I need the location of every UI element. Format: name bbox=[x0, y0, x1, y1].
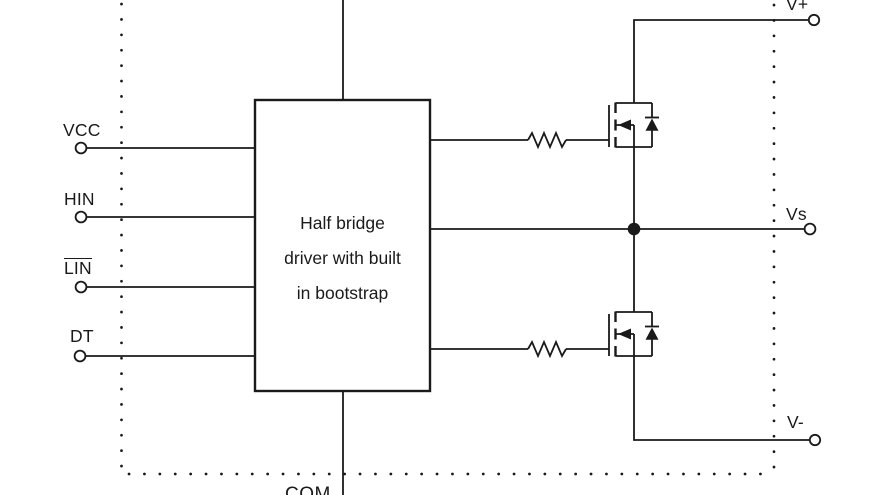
body-lead bbox=[616, 124, 635, 147]
terminal-label-vs: Vs bbox=[786, 204, 807, 224]
input-wires bbox=[85, 147, 255, 357]
hs-gate-resistor-icon bbox=[527, 130, 567, 150]
body-arrow bbox=[618, 119, 631, 131]
low-side-nmos-with-body-diode-icon bbox=[607, 310, 661, 358]
vminus-terminal-icon bbox=[808, 433, 822, 447]
terminal-label-vminus: V- bbox=[787, 412, 804, 432]
driver-block-label-line3: in bootstrap bbox=[296, 283, 389, 303]
vs-terminal-icon bbox=[803, 222, 817, 236]
terminals bbox=[73, 13, 822, 447]
terminal-label-vcc: VCC bbox=[63, 120, 101, 140]
terminal-label-vplus: V+ bbox=[786, 0, 809, 14]
driver-block-label-line1: Half bridge bbox=[300, 213, 385, 233]
vminus-wire bbox=[633, 356, 810, 441]
dt-terminal-icon bbox=[73, 349, 87, 363]
vcc-terminal-icon bbox=[74, 141, 88, 155]
terminal-label-com: COM bbox=[285, 484, 331, 495]
nmos-with-body-diode-icon bbox=[608, 102, 659, 148]
vs-junction-dot-icon bbox=[627, 222, 641, 236]
high-side-gate-drive bbox=[430, 130, 609, 150]
vplus-wire bbox=[633, 19, 809, 103]
driver-block-label-line2: driver with built bbox=[284, 248, 401, 268]
diode-triangle bbox=[645, 118, 659, 131]
terminal-label-hin: HIN bbox=[64, 189, 95, 209]
dashed-boundary bbox=[120, 2, 776, 476]
terminal-label-lin: LIN bbox=[64, 258, 92, 278]
driver-block-label: Half bridge driver with built in bootstr… bbox=[256, 101, 429, 390]
hin-terminal-icon bbox=[74, 210, 88, 224]
low-side-gate-drive bbox=[430, 339, 609, 359]
vplus-terminal-icon bbox=[807, 13, 821, 27]
lin-overline: LIN bbox=[64, 258, 92, 278]
terminal-label-dt: DT bbox=[70, 326, 94, 346]
lin-terminal-icon bbox=[74, 280, 88, 294]
ls-gate-resistor-icon bbox=[527, 339, 567, 359]
